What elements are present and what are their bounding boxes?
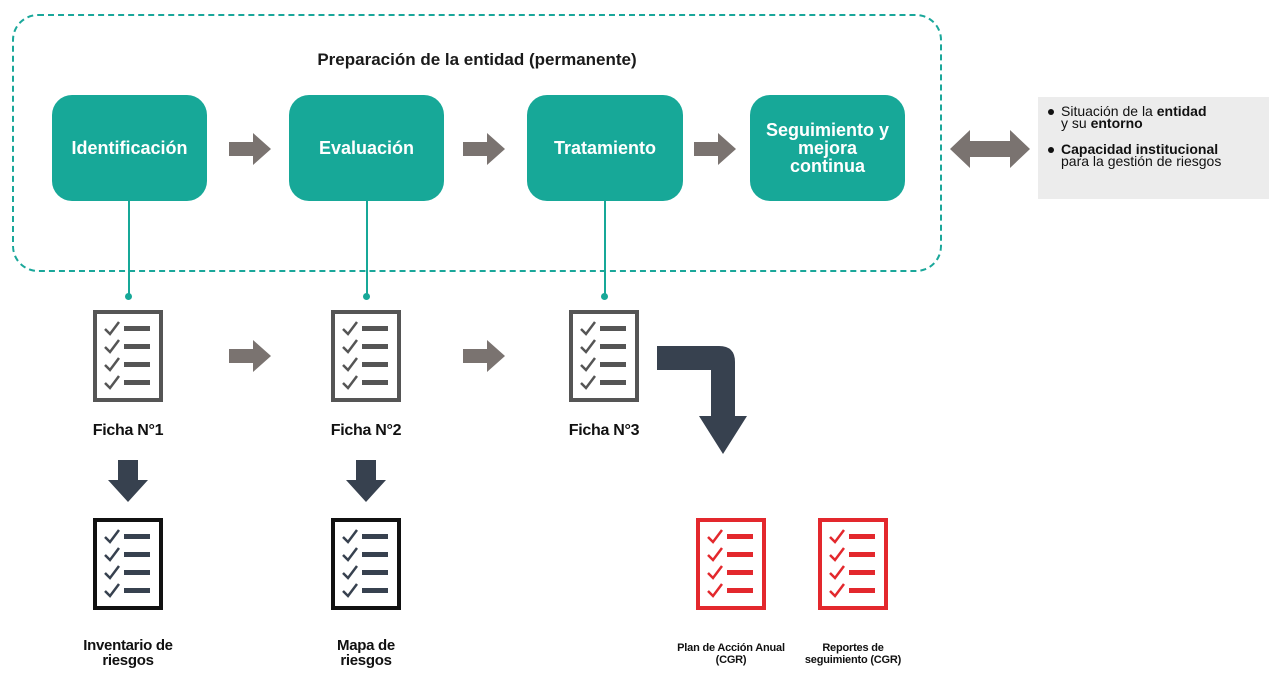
arrow-right-icon bbox=[229, 133, 271, 165]
bullet-icon bbox=[1048, 147, 1054, 153]
output-label-inventario: Inventario de riesgos bbox=[83, 637, 173, 669]
arrow-right-icon bbox=[463, 133, 505, 165]
ficha-label-1: Ficha N°1 bbox=[92, 422, 164, 439]
context-bold: Capacidad institucional bbox=[1061, 141, 1219, 157]
context-text: y su bbox=[1061, 115, 1091, 131]
checklist-icon bbox=[818, 518, 888, 610]
context-bold: entidad bbox=[1156, 103, 1207, 119]
checklist-icon bbox=[93, 310, 163, 402]
connector-line bbox=[604, 201, 606, 296]
context-item-capacidad: Capacidad institucional para la gestión … bbox=[1048, 141, 1269, 169]
arrow-down-icon bbox=[346, 460, 386, 502]
context-bold: entorno bbox=[1090, 115, 1143, 131]
checklist-icon bbox=[696, 518, 766, 610]
ficha-label-3: Ficha N°3 bbox=[568, 422, 640, 439]
checklist-icon bbox=[569, 310, 639, 402]
checklist-icon bbox=[331, 310, 401, 402]
stage-identificacion: Identificación bbox=[52, 95, 207, 201]
context-text: para la gestión de riesgos bbox=[1061, 153, 1222, 169]
stage-evaluacion: Evaluación bbox=[289, 95, 444, 201]
arrow-right-icon bbox=[463, 340, 505, 372]
connector-line bbox=[128, 201, 130, 296]
ficha-label-2: Ficha N°2 bbox=[330, 422, 402, 439]
entity-preparation-frame bbox=[12, 14, 942, 272]
elbow-arrow-icon bbox=[657, 346, 747, 454]
connector-dot bbox=[125, 293, 132, 300]
output-label-plan: Plan de Acción Anual (CGR) bbox=[677, 642, 785, 666]
context-text: Situación de la bbox=[1061, 103, 1157, 119]
output-label-mapa: Mapa de riesgos bbox=[337, 637, 395, 669]
arrow-down-icon bbox=[108, 460, 148, 502]
checklist-icon bbox=[93, 518, 163, 610]
connector-dot bbox=[363, 293, 370, 300]
bullet-icon bbox=[1048, 109, 1054, 115]
frame-title: Preparación de la entidad (permanente) bbox=[317, 50, 637, 69]
stage-seguimiento: Seguimiento y mejora continua bbox=[750, 95, 905, 201]
arrow-right-icon bbox=[229, 340, 271, 372]
context-item-entidad: Situación de la entidad y su entorno bbox=[1048, 103, 1269, 131]
checklist-icon bbox=[331, 518, 401, 610]
double-arrow-icon bbox=[950, 130, 1030, 168]
connector-line bbox=[366, 201, 368, 296]
arrow-right-icon bbox=[694, 133, 736, 165]
stage-tratamiento: Tratamiento bbox=[527, 95, 683, 201]
context-box: Situación de la entidad y su entorno Cap… bbox=[1038, 97, 1269, 199]
output-label-reportes: Reportes de seguimiento (CGR) bbox=[804, 642, 902, 666]
connector-dot bbox=[601, 293, 608, 300]
